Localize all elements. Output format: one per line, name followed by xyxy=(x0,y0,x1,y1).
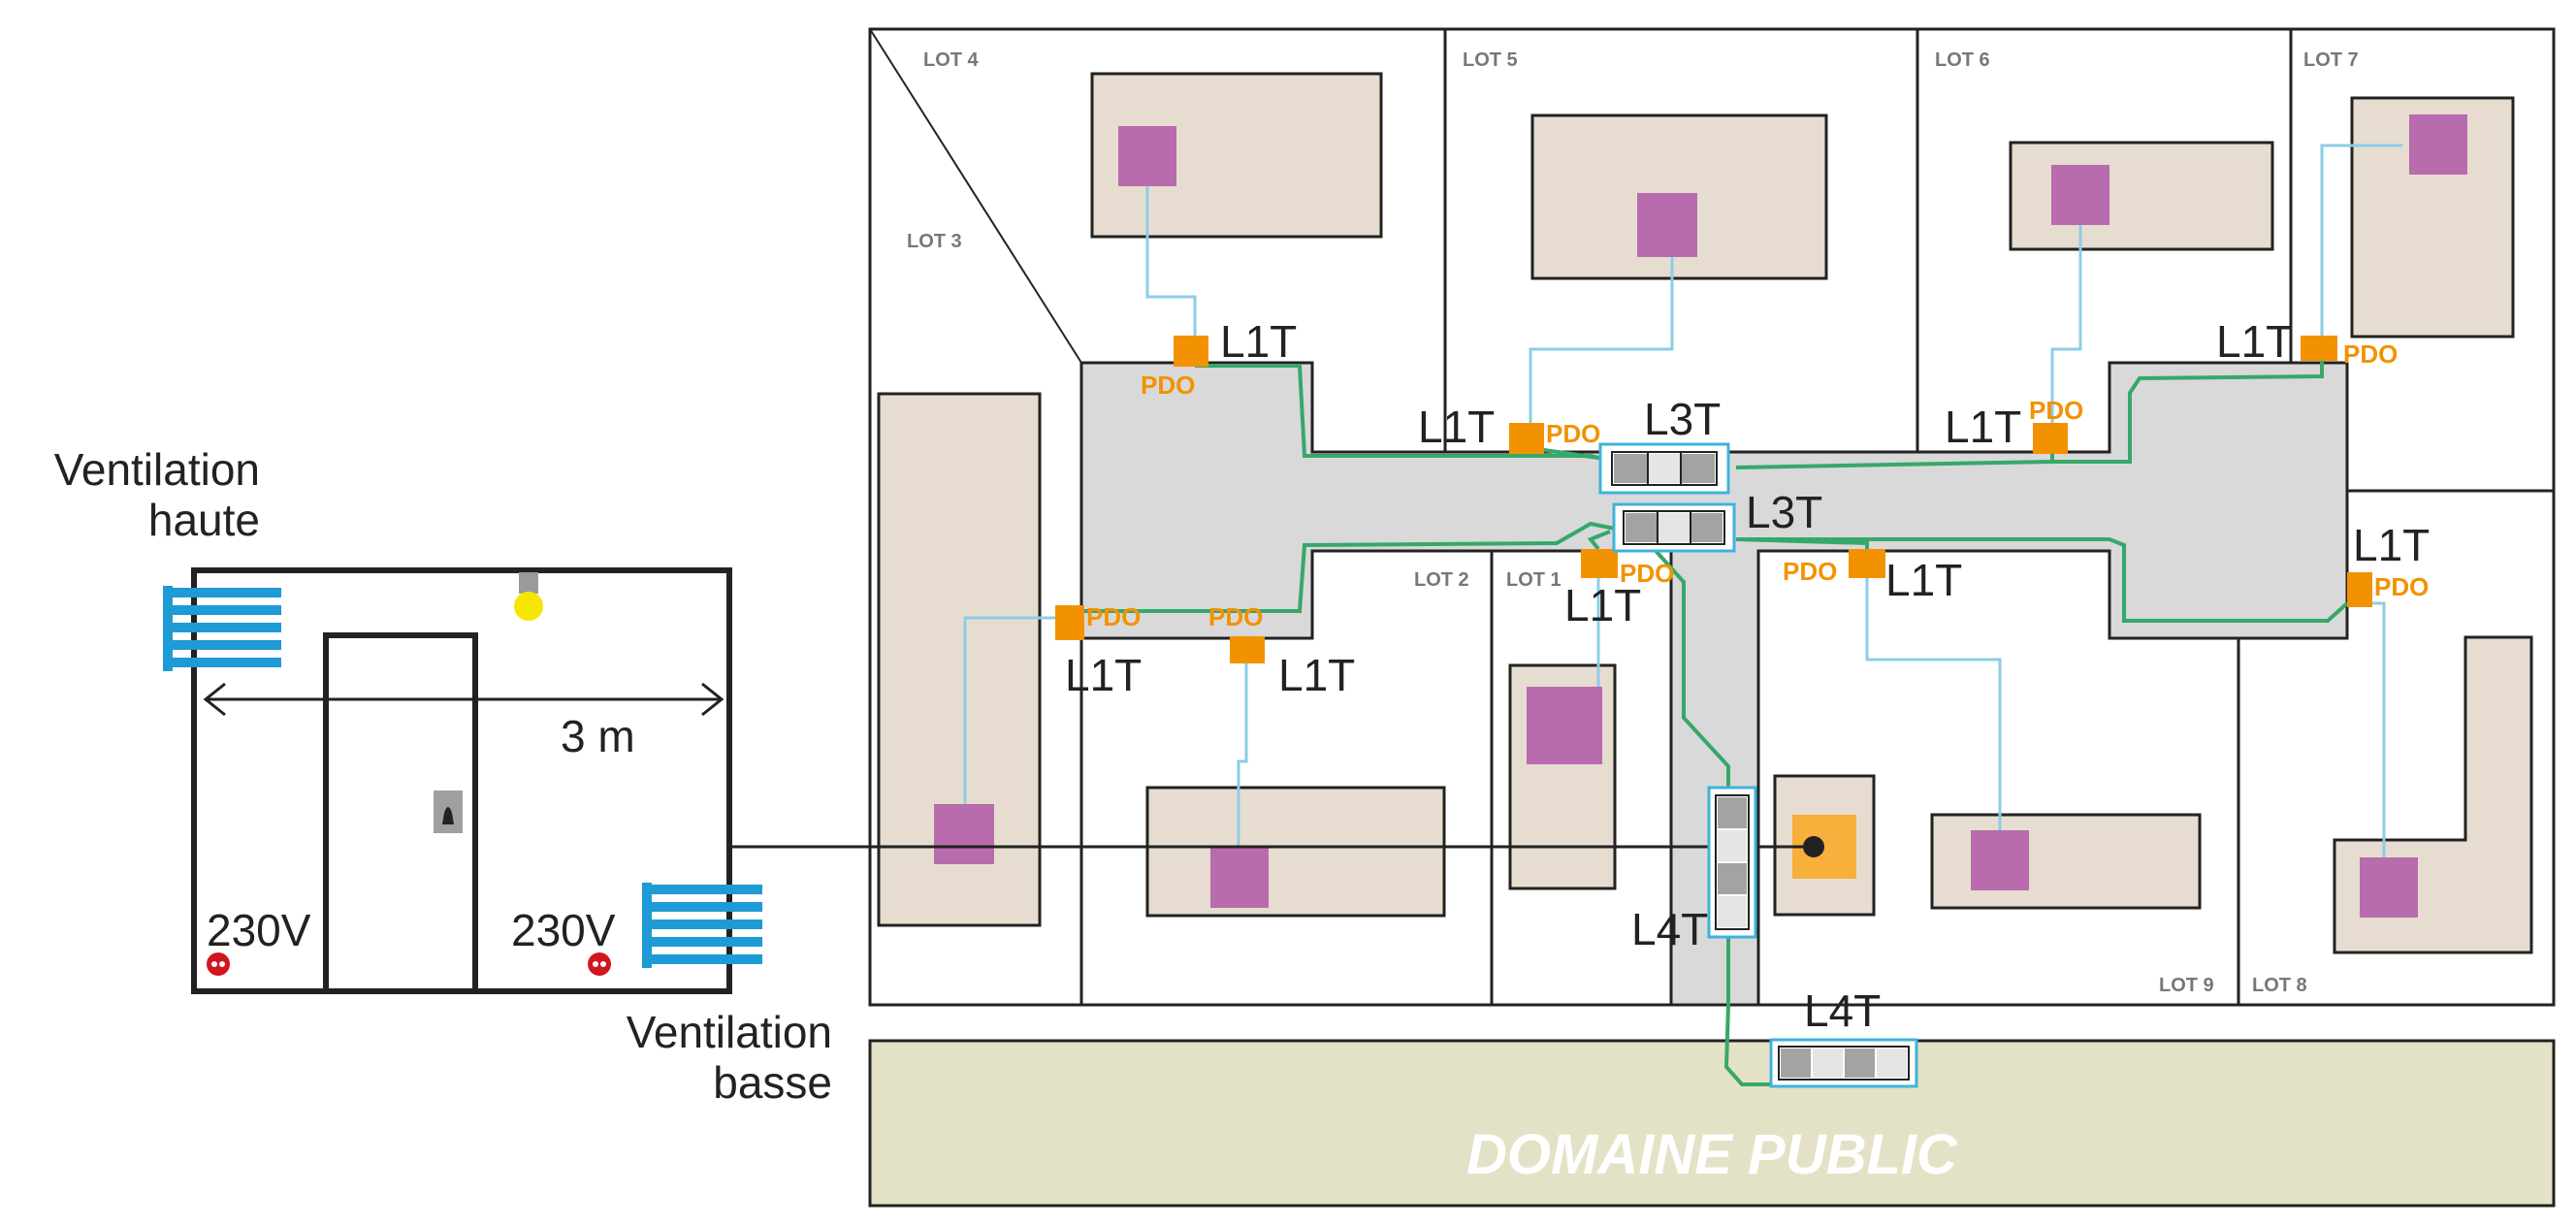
ceiling-light-icon xyxy=(514,572,543,621)
lot-dividers xyxy=(869,28,2554,1005)
chamber-l3t-top xyxy=(1598,442,1730,495)
lot-label-8: LOT 8 xyxy=(2252,975,2307,996)
pdo-lot6 xyxy=(2033,423,2068,454)
l1t-label-lot4: L1T xyxy=(1220,316,1297,367)
pdo-label-lot2: PDO xyxy=(1208,602,1263,631)
sleeve-lot5 xyxy=(1637,193,1697,257)
building-lot2 xyxy=(1145,786,1446,918)
sleeve-lot7 xyxy=(2409,114,2467,175)
sleeve-lot4 xyxy=(1118,126,1176,186)
l1t-label-lot8: L1T xyxy=(2353,520,2430,570)
pdo-lot5 xyxy=(1509,423,1544,454)
lot-label-6: LOT 6 xyxy=(1935,49,1990,71)
sleeves xyxy=(934,114,2467,918)
lot-label-5: LOT 5 xyxy=(1463,49,1518,71)
power-socket-right-icon xyxy=(588,952,611,976)
equipment-box-icon xyxy=(434,790,463,833)
pdo-lot8 xyxy=(2347,572,2372,607)
lot-label-9: LOT 9 xyxy=(2159,975,2214,996)
power-socket-left-icon xyxy=(207,952,230,976)
drop-cables xyxy=(963,144,2402,887)
vent-top-label-2: haute xyxy=(148,495,260,545)
public-domain xyxy=(868,1039,2556,1208)
lot-label-7: LOT 7 xyxy=(2303,49,2359,71)
pdo-label-lot9: PDO xyxy=(1783,557,1837,586)
l3t-label-middle: L3T xyxy=(1746,487,1822,537)
site-plan: DOMAINE PUBLIC LOT 4 LOT 3 LOT 5 LOT 6 L… xyxy=(729,27,2556,1208)
l1t-label-lot3: L1T xyxy=(1065,650,1142,700)
power-right-label: 230V xyxy=(511,905,616,955)
pdo-lot9 xyxy=(1849,549,1885,578)
l1t-label-lot2: L1T xyxy=(1278,650,1355,700)
pdo-label-lot4: PDO xyxy=(1141,371,1195,400)
l1t-label-lot5: L1T xyxy=(1418,402,1495,452)
technical-room: 3 m 230V 230V xyxy=(54,444,832,1108)
sleeve-lot8 xyxy=(2360,857,2418,918)
public-domain-label: DOMAINE PUBLIC xyxy=(1466,1123,1958,1186)
pdo-lot2 xyxy=(1230,636,1265,663)
l1t-label-lot7: L1T xyxy=(2216,316,2293,367)
vent-bottom-label-2: basse xyxy=(713,1057,832,1108)
building-lot6 xyxy=(2009,141,2274,251)
building-lot3 xyxy=(877,392,1042,927)
l4t-label-vertical: L4T xyxy=(1631,904,1708,954)
l4t-label-horizontal: L4T xyxy=(1804,985,1881,1036)
pdo-label-lot7: PDO xyxy=(2343,339,2398,369)
pdo-label-lot1: PDO xyxy=(1620,559,1674,588)
pdo-label-lot6: PDO xyxy=(2029,396,2083,425)
chamber-l3t-middle xyxy=(1612,502,1736,553)
l1t-label-lot1: L1T xyxy=(1564,580,1641,630)
lot-label-2: LOT 2 xyxy=(1414,569,1469,591)
pdo-label-lot3: PDO xyxy=(1086,602,1141,631)
sleeve-lot1 xyxy=(1527,687,1602,764)
vent-top-label-1: Ventilation xyxy=(54,444,260,495)
vent-top-icon xyxy=(163,586,281,671)
power-left-label: 230V xyxy=(207,905,311,955)
sleeve-lot3 xyxy=(934,804,994,864)
sleeve-lot2 xyxy=(1210,848,1269,908)
sleeve-lot6 xyxy=(2051,165,2109,225)
dimension-label: 3 m xyxy=(561,711,635,761)
dimension-arrow xyxy=(203,682,724,717)
chamber-l4t-vertical xyxy=(1707,786,1757,939)
pdo-lot1 xyxy=(1581,549,1618,578)
pdo-lot7 xyxy=(2301,336,2337,361)
lot-label-1: LOT 1 xyxy=(1506,569,1562,591)
pdo-lot3 xyxy=(1055,605,1084,640)
pdo-label-lot5: PDO xyxy=(1546,419,1600,448)
vent-bottom-label-1: Ventilation xyxy=(627,1007,832,1057)
chamber-l4t-horizontal xyxy=(1769,1038,1918,1088)
room-door xyxy=(323,632,478,994)
pdo-boxes xyxy=(1055,336,2372,663)
lot-label-4: LOT 4 xyxy=(923,49,980,71)
pdo-lot4 xyxy=(1174,336,1208,367)
vent-bottom-icon xyxy=(642,883,762,968)
lot-label-3: LOT 3 xyxy=(907,231,962,252)
room-outline xyxy=(191,567,732,994)
private-road xyxy=(1079,361,2349,1007)
pdo-label-lot8: PDO xyxy=(2374,572,2429,601)
l1t-label-lot9: L1T xyxy=(1885,555,1962,605)
l1t-label-lot6: L1T xyxy=(1945,402,2021,452)
sleeve-lot9 xyxy=(1971,830,2029,890)
l3t-label-top: L3T xyxy=(1644,394,1721,444)
link-endpoint xyxy=(1803,836,1824,857)
